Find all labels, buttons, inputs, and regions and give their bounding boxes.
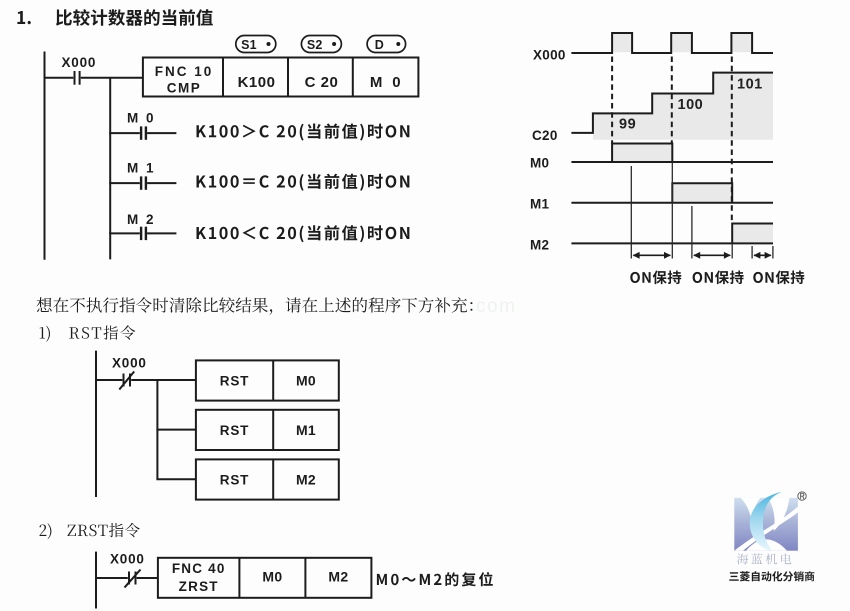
svg-text:S2: S2 — [307, 38, 323, 52]
svg-text:M 2: M 2 — [127, 212, 156, 227]
svg-text:M2: M2 — [328, 568, 348, 584]
svg-text:M0: M0 — [530, 155, 549, 170]
svg-text:K100: K100 — [238, 74, 276, 91]
svg-text:RST: RST — [220, 374, 249, 389]
svg-text:CMP: CMP — [167, 81, 202, 96]
svg-text:101: 101 — [737, 76, 763, 92]
svg-text:FNC 40: FNC 40 — [172, 561, 226, 576]
svg-text:M2: M2 — [530, 237, 549, 252]
svg-text:99: 99 — [619, 117, 636, 133]
svg-text:M 0: M 0 — [127, 110, 156, 125]
svg-text:M 0: M 0 — [370, 74, 401, 91]
svg-text:M0: M0 — [296, 373, 316, 389]
svg-text:X000: X000 — [533, 48, 566, 63]
svg-text:C20: C20 — [532, 128, 558, 143]
svg-text:M1: M1 — [530, 196, 550, 211]
svg-text:FNC 10: FNC 10 — [155, 64, 214, 79]
svg-text:X000: X000 — [110, 552, 145, 567]
svg-text:M 1: M 1 — [127, 160, 156, 175]
svg-text:M2: M2 — [296, 472, 316, 488]
svg-text:ZRST: ZRST — [179, 579, 219, 594]
svg-text:com: com — [476, 296, 516, 317]
svg-text:S1: S1 — [241, 38, 257, 52]
svg-text:M1: M1 — [296, 422, 316, 438]
svg-text:RST: RST — [220, 473, 249, 488]
svg-text:M0: M0 — [262, 568, 282, 584]
svg-text:100: 100 — [678, 97, 704, 113]
svg-text:C 20: C 20 — [305, 74, 339, 91]
svg-text:X000: X000 — [112, 356, 147, 371]
svg-text:RST: RST — [220, 423, 249, 438]
svg-text:D: D — [375, 38, 384, 52]
svg-text:X000: X000 — [62, 55, 97, 70]
